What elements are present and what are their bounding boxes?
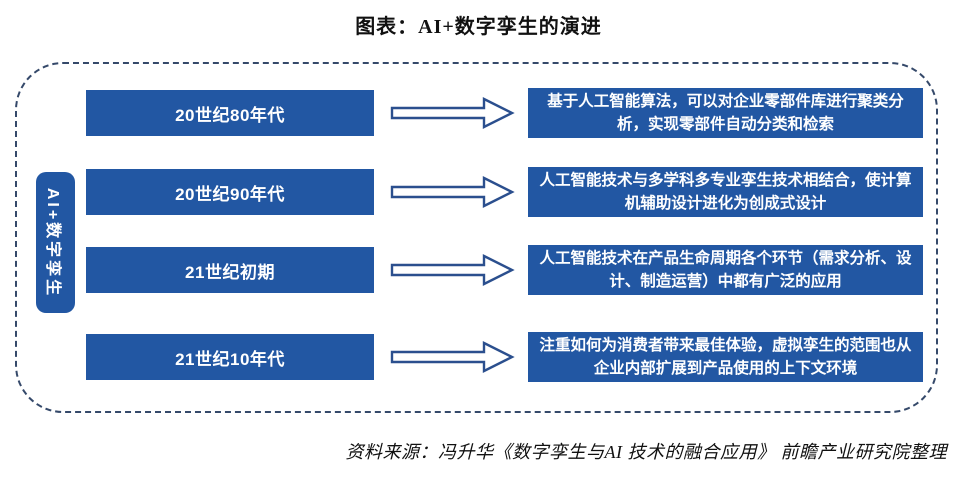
era-box: 20世纪80年代 bbox=[86, 90, 374, 136]
timeline-row-early-21st: 21世纪初期 人工智能技术在产品生命周期各个环节（需求分析、设计、制造运营）中都… bbox=[0, 245, 957, 295]
page-title: 图表：AI+数字孪生的演进 bbox=[355, 16, 602, 38]
right-arrow-icon bbox=[390, 339, 515, 375]
right-arrow-icon bbox=[390, 174, 515, 210]
description-box: 人工智能技术在产品生命周期各个环节（需求分析、设计、制造运营）中都有广泛的应用 bbox=[528, 245, 923, 295]
era-box: 21世纪10年代 bbox=[86, 334, 374, 380]
dashed-panel-border bbox=[15, 62, 938, 413]
side-label-box: AI+数字孪生 bbox=[36, 172, 75, 313]
description-box: 基于人工智能算法，可以对企业零部件库进行聚类分析，实现零部件自动分类和检索 bbox=[528, 88, 923, 138]
right-arrow-icon bbox=[390, 252, 515, 288]
era-box: 21世纪初期 bbox=[86, 247, 374, 293]
description-box: 人工智能技术与多学科多专业孪生技术相结合，使计算机辅助设计进化为创成式设计 bbox=[528, 167, 923, 217]
description-box: 注重如何为消费者带来最佳体验，虚拟孪生的范围也从企业内部扩展到产品使用的上下文环… bbox=[528, 332, 923, 382]
source-note: 资料来源：冯升华《数字孪生与AI 技术的融合应用》 前瞻产业研究院整理 bbox=[345, 442, 947, 462]
right-arrow-icon bbox=[390, 95, 515, 131]
timeline-row-2010s: 21世纪10年代 注重如何为消费者带来最佳体验，虚拟孪生的范围也从企业内部扩展到… bbox=[0, 332, 957, 382]
timeline-row-1990s: 20世纪90年代 人工智能技术与多学科多专业孪生技术相结合，使计算机辅助设计进化… bbox=[0, 167, 957, 217]
timeline-row-1980s: 20世纪80年代 基于人工智能算法，可以对企业零部件库进行聚类分析，实现零部件自… bbox=[0, 88, 957, 138]
era-box: 20世纪90年代 bbox=[86, 169, 374, 215]
